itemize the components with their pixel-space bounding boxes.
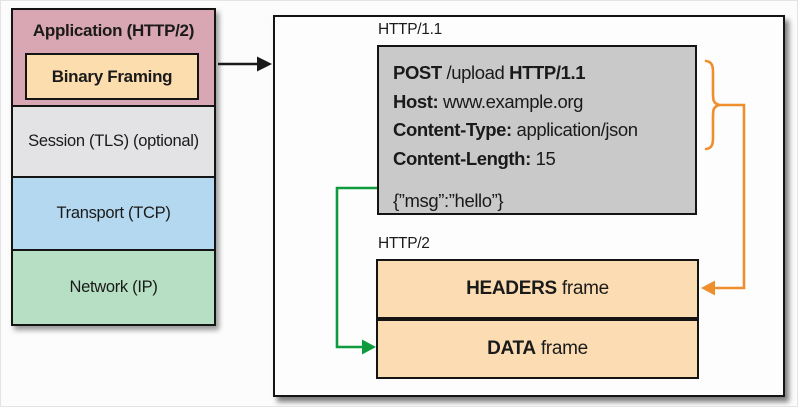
layer-transport-label: Transport (TCP)	[56, 204, 171, 222]
data-frame-bold: DATA	[487, 338, 536, 359]
request-method: POST	[393, 62, 442, 83]
layer-session: Session (TLS) (optional)	[13, 105, 214, 176]
http11-label: HTTP/1.1	[378, 21, 442, 38]
binary-to-panel-arrowhead-icon	[257, 56, 272, 72]
http2-frames-box: HEADERS frame DATA frame	[376, 259, 699, 379]
request-line: Host: www.example.org	[393, 88, 687, 117]
request-version: HTTP/1.1	[509, 62, 586, 83]
data-frame: DATA frame	[378, 319, 697, 377]
http2-label: HTTP/2	[378, 235, 430, 252]
data-frame-label: DATA frame	[487, 338, 588, 360]
binary-framing-box: Binary Framing	[25, 53, 199, 100]
request-path: /upload	[441, 62, 510, 83]
layer-application-label: Application (HTTP/2)	[32, 21, 195, 40]
layer-application: Application (HTTP/2) Binary Framing	[13, 10, 214, 105]
protocol-stack: Application (HTTP/2) Binary Framing Sess…	[11, 8, 216, 326]
header-name: Content-Type:	[393, 119, 512, 140]
request-line: POST /upload HTTP/1.1	[393, 59, 687, 88]
header-name: Content-Length:	[393, 147, 531, 169]
conversion-panel: HTTP/1.1 POST /upload HTTP/1.1 Host: www…	[273, 15, 785, 397]
binary-framing-label: Binary Framing	[51, 66, 173, 86]
headers-frame: HEADERS frame	[378, 261, 697, 319]
headers-frame-rest: frame	[556, 278, 609, 299]
request-body: {”msg”:”hello”}	[393, 190, 504, 211]
layer-network: Network (IP)	[13, 249, 214, 324]
layer-network-label: Network (IP)	[69, 278, 158, 296]
headers-frame-bold: HEADERS	[466, 278, 557, 299]
request-line: Content-Type: application/json	[393, 116, 687, 145]
layer-transport: Transport (TCP)	[13, 176, 214, 249]
layer-session-label: Session (TLS) (optional)	[28, 132, 199, 150]
header-name: Host:	[393, 90, 439, 112]
header-value: 15	[530, 147, 556, 169]
header-value: www.example.org	[438, 90, 584, 112]
data-frame-rest: frame	[535, 338, 588, 359]
http11-request-box: POST /upload HTTP/1.1 Host: www.example.…	[377, 45, 697, 215]
headers-frame-label: HEADERS frame	[466, 278, 609, 300]
header-value: application/json	[511, 119, 639, 140]
request-line: Content-Length: 15	[393, 145, 687, 174]
